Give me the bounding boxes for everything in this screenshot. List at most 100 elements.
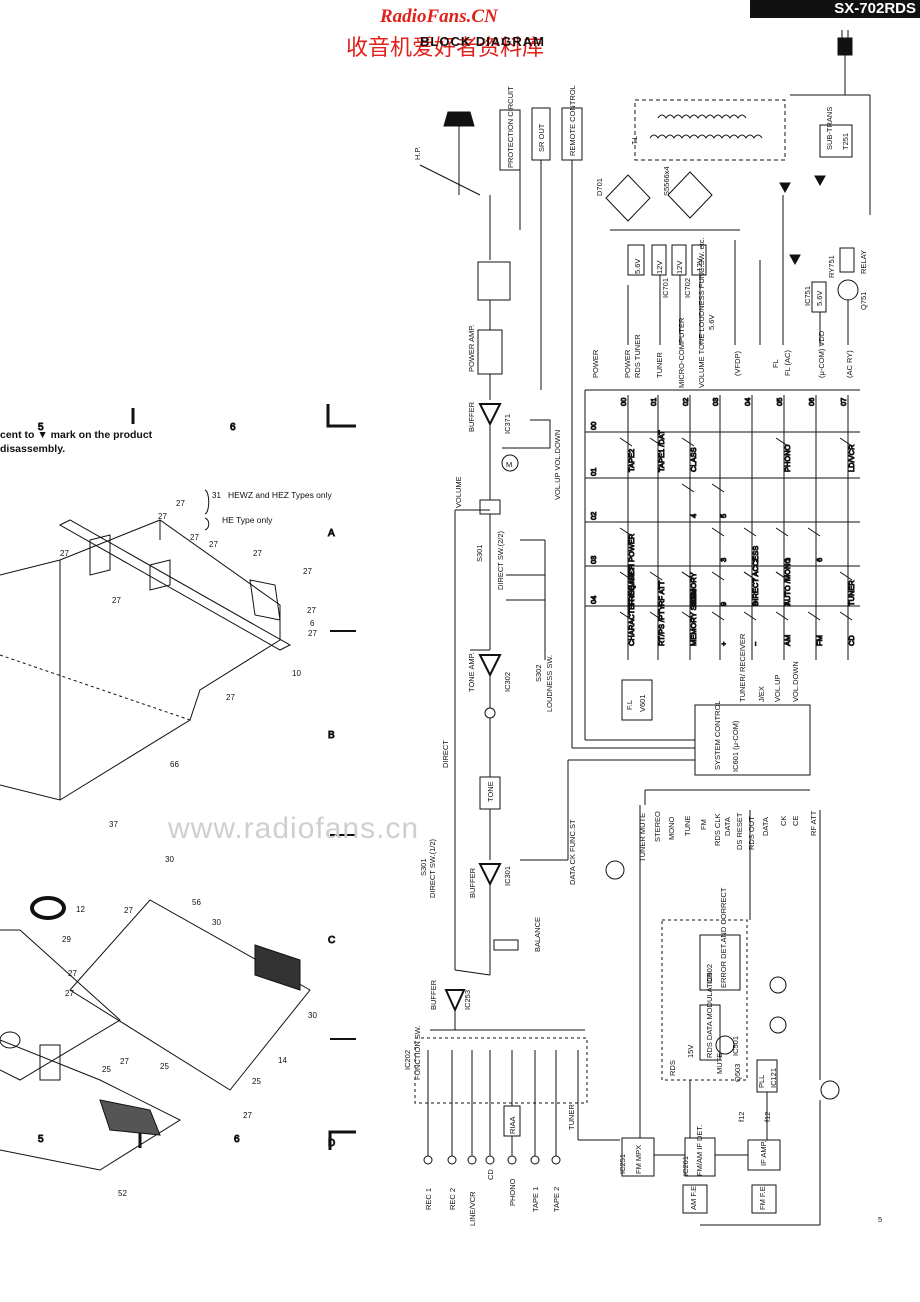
- svg-text:HE Type only: HE Type only: [222, 515, 273, 525]
- svg-text:TUNER MUTE: TUNER MUTE: [638, 813, 647, 862]
- matrix-row-head: 00: [589, 422, 598, 430]
- svg-text:POWER AMP.: POWER AMP.: [467, 325, 476, 372]
- svg-text:TONE AMP.: TONE AMP.: [467, 652, 476, 692]
- svg-text:DIRECT SW.(2/2): DIRECT SW.(2/2): [496, 530, 505, 590]
- svg-text:27: 27: [112, 596, 121, 605]
- svg-text:25: 25: [102, 1065, 111, 1074]
- svg-text:RIAA: RIAA: [508, 1116, 517, 1134]
- svg-text:REC 1: REC 1: [424, 1188, 433, 1210]
- svg-text:12: 12: [76, 905, 85, 914]
- matrix-key-label: RT/PS /PTY: [657, 605, 666, 646]
- svg-text:J/EX: J/EX: [757, 686, 766, 702]
- svg-text:SR OUT: SR OUT: [537, 123, 546, 152]
- matrix-key-label: TAPE1 /DAT: [657, 430, 666, 472]
- matrix-row-head: 02: [589, 512, 598, 520]
- svg-text:25: 25: [252, 1077, 261, 1086]
- matrix-col-head: 02: [681, 398, 690, 406]
- matrix-switch: [775, 571, 789, 581]
- matrix-switch: [743, 571, 757, 581]
- svg-text:DIRECT SW.(1/2): DIRECT SW.(1/2): [428, 838, 437, 898]
- svg-text:STEREO: STEREO: [653, 811, 662, 842]
- svg-text:TAPE 2: TAPE 2: [552, 1187, 561, 1212]
- svg-text:27: 27: [68, 969, 77, 978]
- svg-text:SUB-TRANS: SUB-TRANS: [825, 107, 834, 150]
- matrix-switch: [619, 437, 633, 447]
- matrix-switch: [681, 611, 695, 621]
- svg-text:POWER: POWER: [591, 349, 600, 378]
- svg-text:AM F.E.: AM F.E.: [689, 1184, 698, 1210]
- svg-text:RY751: RY751: [827, 255, 836, 278]
- matrix-key-label: PHONO: [783, 444, 792, 472]
- matrix-key-label: AM: [783, 635, 792, 646]
- svg-text:S302: S302: [534, 664, 543, 682]
- svg-text:27: 27: [65, 989, 74, 998]
- svg-text:S301: S301: [419, 858, 428, 876]
- schematic-labels: H.P. PROTECTION CIRCUIT SR OUT REMOTE CO…: [403, 85, 882, 1226]
- row-label: A: [328, 528, 335, 539]
- svg-text:VOL.DOWN: VOL.DOWN: [791, 661, 800, 702]
- svg-text:FM: FM: [699, 819, 708, 830]
- matrix-switch: [681, 437, 695, 447]
- svg-text:RDS: RDS: [668, 1060, 677, 1076]
- svg-text:RDS CLK: RDS CLK: [713, 813, 722, 846]
- svg-text:FM MPX: FM MPX: [634, 1145, 643, 1174]
- col-label: 6: [230, 422, 236, 433]
- svg-text:(VFDP): (VFDP): [733, 351, 742, 377]
- svg-text:Q751: Q751: [859, 292, 868, 310]
- matrix-col-head: 04: [743, 398, 752, 406]
- row-label: B: [328, 730, 335, 741]
- svg-text:M: M: [506, 460, 512, 469]
- matrix-key-label: MEMORY SCAN: [689, 590, 698, 646]
- matrix-col-head: 06: [807, 398, 816, 406]
- svg-text:(μ-COM) VDD: (μ-COM) VDD: [817, 330, 826, 378]
- matrix-switch: [619, 571, 633, 581]
- matrix-switch: [743, 527, 757, 537]
- matrix-col-head: 05: [775, 398, 784, 406]
- matrix-col-head: 03: [711, 398, 720, 406]
- disassembly-note: cent to ▼ mark on the product disassembl…: [0, 428, 152, 456]
- signal-path: [414, 107, 588, 1104]
- svg-text:T251: T251: [841, 133, 850, 150]
- matrix-row-head: 03: [589, 556, 598, 564]
- svg-text:LOUDNESS SW.: LOUDNESS SW.: [545, 655, 554, 712]
- matrix-switch: [711, 483, 725, 493]
- svg-text:Q503: Q503: [733, 1064, 742, 1082]
- matrix-switch: [775, 527, 789, 537]
- matrix-switch: [807, 611, 821, 621]
- svg-text:IC371: IC371: [503, 414, 512, 434]
- svg-text:TUNER: TUNER: [567, 1104, 576, 1130]
- matrix-key-label: 7: [783, 602, 792, 606]
- svg-text:DATA CK FUNC.ST: DATA CK FUNC.ST: [568, 819, 577, 885]
- svg-text:SYSTEM CONTROL: SYSTEM CONTROL: [713, 700, 722, 770]
- svg-text:30: 30: [308, 1011, 317, 1020]
- svg-text:27: 27: [124, 906, 133, 915]
- matrix-key-label: FM: [815, 635, 824, 646]
- svg-text:TONE: TONE: [486, 781, 495, 802]
- matrix-key-label: DIRECT ACCESS: [751, 546, 760, 606]
- svg-text:27: 27: [308, 629, 317, 638]
- svg-text:DATA: DATA: [723, 817, 732, 836]
- svg-text:CK: CK: [779, 816, 788, 826]
- matrix-key-label: POWER: [627, 533, 636, 562]
- matrix-switch: [619, 611, 633, 621]
- matrix-key-label: LD/VCR: [847, 444, 856, 472]
- svg-text:POWER: POWER: [623, 349, 632, 378]
- matrix-switch: [775, 611, 789, 621]
- svg-text:27: 27: [253, 549, 262, 558]
- matrix-switch: [839, 611, 853, 621]
- svg-text:FL (AC): FL (AC): [783, 350, 792, 376]
- svg-text:HEWZ and HEZ Types only: HEWZ and HEZ Types only: [228, 490, 333, 500]
- matrix-key-label: TUNER: [847, 580, 856, 606]
- matrix-key-label: MEMORY: [689, 572, 698, 606]
- svg-text:15V: 15V: [686, 1045, 695, 1058]
- part-labels: 27 27 27 27 27 27 27 27 27 27 27 27 27 2…: [60, 490, 333, 1198]
- svg-text:IC502: IC502: [705, 964, 714, 984]
- svg-text:56: 56: [192, 898, 201, 907]
- row-label: C: [328, 935, 335, 946]
- matrix-switch: [649, 611, 663, 621]
- svg-text:TUNER: TUNER: [655, 352, 664, 378]
- note-line-2: disassembly.: [0, 443, 66, 455]
- matrix-switch: [681, 483, 695, 493]
